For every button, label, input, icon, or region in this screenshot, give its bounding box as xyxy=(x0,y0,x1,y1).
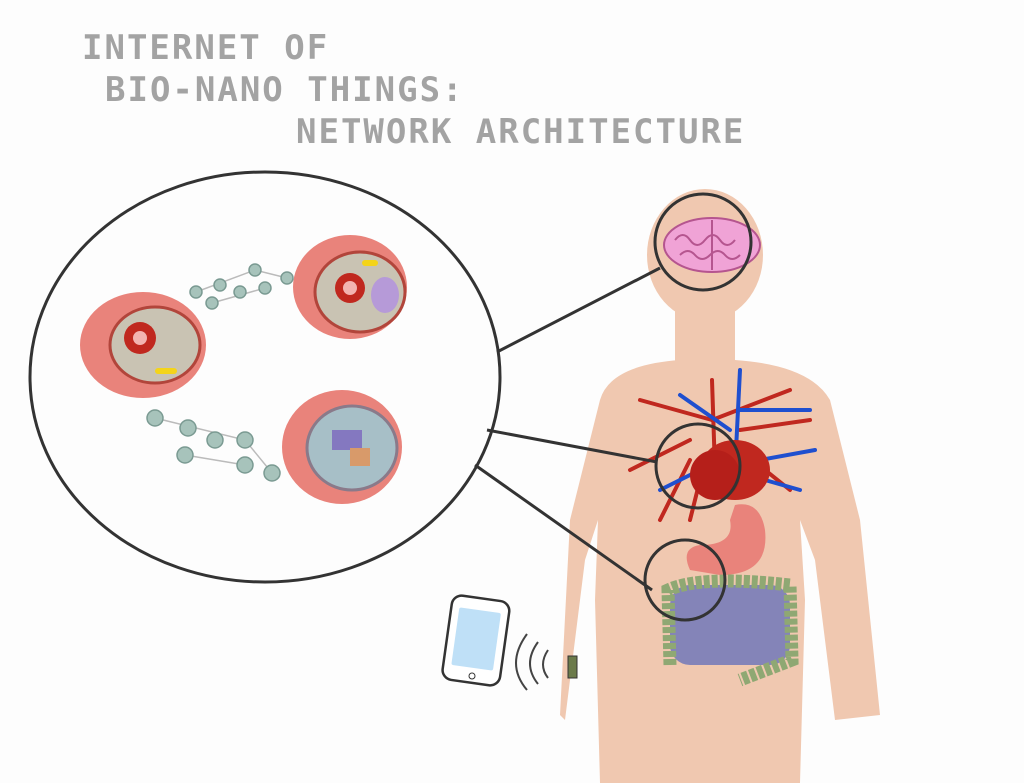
brain-zoom-circle xyxy=(653,192,753,292)
network-zoom-circle xyxy=(28,170,502,584)
nanomachine-chain-icon xyxy=(146,263,294,482)
intestine-icon xyxy=(661,574,799,687)
connector-intestine xyxy=(474,463,653,592)
title-line-3: NETWORK ARCHITECTURE xyxy=(296,112,746,152)
blood-vessels xyxy=(628,368,817,522)
intestine-zoom-circle xyxy=(643,538,727,622)
cell-icon xyxy=(282,390,402,504)
wireless-signal-icon xyxy=(515,633,549,691)
implant-chip-icon xyxy=(567,655,578,679)
cell-icon xyxy=(293,235,407,339)
connector-heart xyxy=(486,428,658,464)
cell-icon xyxy=(80,292,206,398)
connector-brain xyxy=(496,266,661,354)
brain-icon xyxy=(663,217,761,273)
smartphone-icon xyxy=(441,594,511,687)
stomach xyxy=(686,504,766,575)
title-line-1: INTERNET OF xyxy=(82,28,330,68)
heart-zoom-circle xyxy=(654,422,742,510)
title-line-2: BIO-NANO THINGS: xyxy=(105,70,465,110)
heart-icon xyxy=(690,440,770,500)
